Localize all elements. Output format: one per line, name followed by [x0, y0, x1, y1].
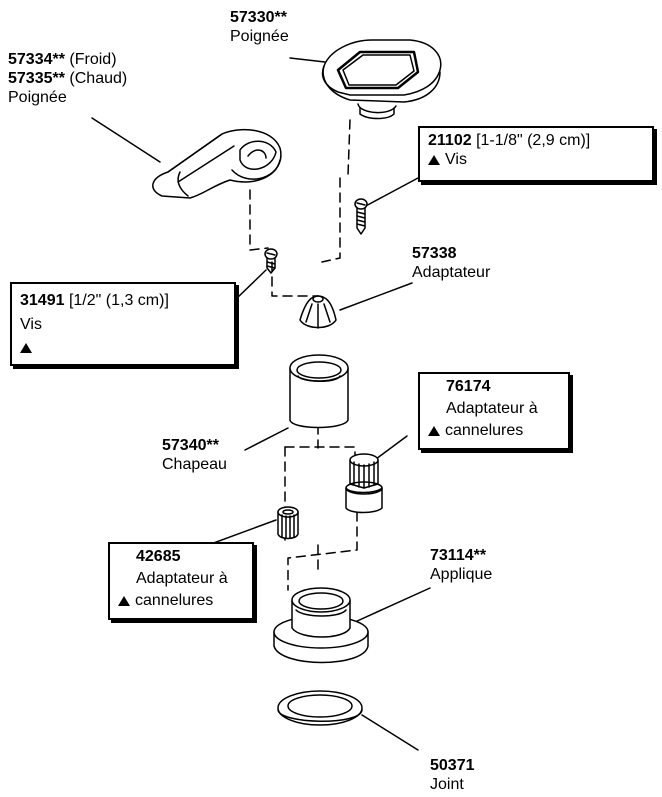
- part-name: Poignée: [8, 89, 67, 106]
- assembly-dashed-lines: [249, 119, 358, 591]
- part-name: Vis: [445, 151, 467, 168]
- part-code: 57338: [412, 245, 457, 262]
- part-code: 57340**: [162, 437, 219, 454]
- part-desc: (Chaud): [69, 70, 128, 87]
- part-desc: (Froid): [69, 51, 117, 68]
- part-code: 57334**: [8, 51, 65, 68]
- part-name: Chapeau: [162, 456, 227, 473]
- triangle-icon: [428, 155, 440, 165]
- part-name: cannelures: [135, 592, 214, 609]
- spline-adapter-right-part: [345, 453, 383, 514]
- long-screw-part: [354, 198, 368, 235]
- callout-box-42685: 42685 Adaptateur à cannelures: [108, 542, 254, 620]
- label-73114: 73114** Applique: [430, 546, 492, 584]
- part-code: 76174: [446, 378, 491, 395]
- leader-lines: [91, 57, 431, 751]
- cap-part: [289, 354, 349, 429]
- part-code: 73114**: [430, 547, 487, 564]
- part-code: 31491: [20, 292, 65, 309]
- square-handle-part: [321, 39, 442, 120]
- escutcheon-part: [273, 587, 369, 664]
- spline-adapter-left-part: [277, 506, 299, 540]
- label-50371: 50371 Joint: [430, 756, 475, 794]
- label-57334-57335: 57334** (Froid) 57335** (Chaud) Poignée: [8, 50, 127, 107]
- label-57330: 57330** Poignée: [230, 8, 289, 46]
- part-name: cannelures: [445, 422, 524, 439]
- callout-box-21102: 21102 [1-1/8" (2,9 cm)] Vis: [418, 126, 654, 182]
- callout-box-76174: 76174 Adaptateur à cannelures: [418, 372, 570, 450]
- triangle-icon: [20, 343, 32, 353]
- label-57338: 57338 Adaptateur: [412, 244, 490, 282]
- part-name: Adaptateur à: [136, 570, 228, 587]
- part-name: Vis: [20, 316, 42, 333]
- part-code: 50371: [430, 757, 475, 774]
- part-size: [1/2" (1,3 cm)]: [68, 292, 169, 309]
- part-name: Applique: [430, 566, 493, 583]
- part-code: 21102: [428, 132, 472, 149]
- lever-handle-part: [152, 128, 282, 199]
- part-name: Adaptateur à: [446, 400, 538, 417]
- short-screw-part: [264, 248, 278, 274]
- part-size: [1-1/8" (2,9 cm)]: [476, 132, 591, 149]
- part-code: 57330**: [230, 9, 287, 26]
- part-name: Poignée: [230, 28, 289, 45]
- part-name: Adaptateur: [412, 264, 491, 281]
- part-code: 57335**: [8, 70, 65, 87]
- triangle-icon: [428, 426, 440, 436]
- label-57340: 57340** Chapeau: [162, 436, 227, 474]
- triangle-icon: [118, 596, 130, 606]
- part-code: 42685: [136, 548, 181, 565]
- gasket-part: [277, 690, 363, 726]
- part-name: Joint: [430, 776, 464, 793]
- adapter-part: [299, 295, 337, 329]
- callout-box-31491: 31491 [1/2" (1,3 cm)] Vis: [10, 282, 236, 366]
